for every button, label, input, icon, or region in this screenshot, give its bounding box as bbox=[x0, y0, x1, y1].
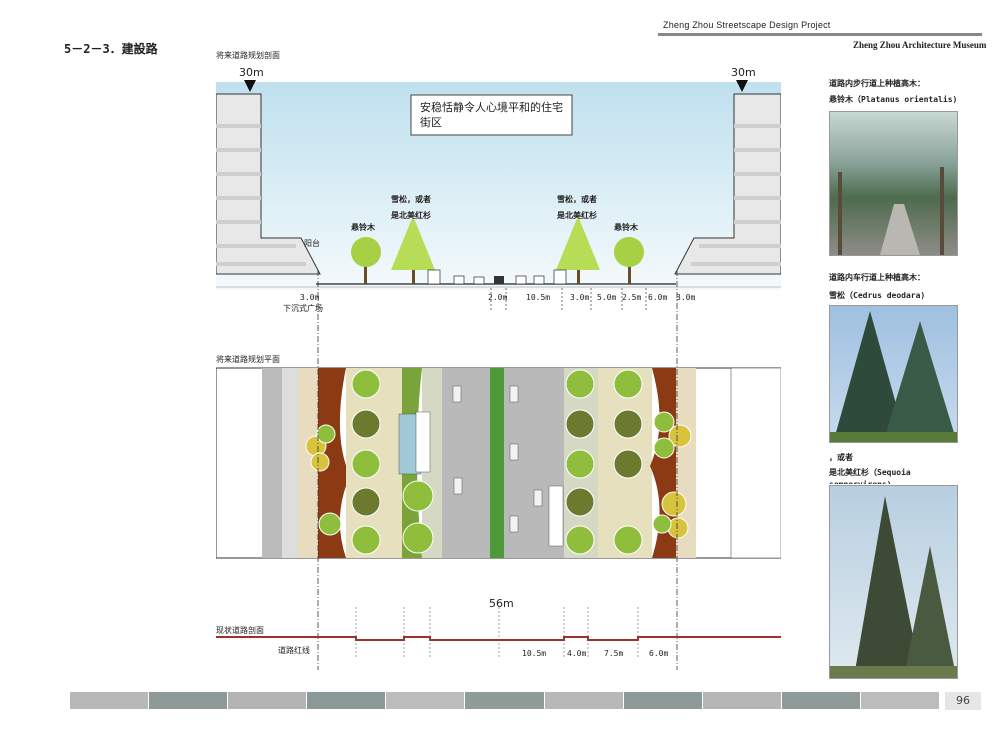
existing-dim-4: 6.0m bbox=[649, 649, 669, 658]
tree-label-left-2a: 雪松，或者 bbox=[391, 195, 431, 204]
tree-label-right-2b: 是北美红杉 bbox=[557, 211, 597, 220]
header-rule bbox=[658, 33, 982, 36]
tree-label-left-2b: 是北美红杉 bbox=[391, 211, 431, 220]
dim-4: 5.0m bbox=[597, 293, 617, 302]
future-cross-section bbox=[216, 80, 781, 310]
road-tree-heading: 道路内车行道上种植高木： bbox=[829, 273, 925, 282]
dim-1: 2.0m bbox=[488, 293, 508, 302]
plane-tree-right-icon bbox=[614, 237, 644, 284]
sequoia-photo bbox=[829, 485, 958, 679]
future-section-label: 将来道路规划剖面 bbox=[216, 51, 280, 60]
page-number: 96 bbox=[945, 692, 981, 710]
existing-dim-3: 7.5m bbox=[604, 649, 624, 658]
section-title: 5－2－3．建設路 bbox=[64, 42, 158, 56]
right-setback: 30m bbox=[731, 66, 756, 79]
existing-dim-2: 4.0m bbox=[567, 649, 587, 658]
dim-5: 2.5m bbox=[622, 293, 642, 302]
sunken-label: 下沉式广场 bbox=[283, 304, 323, 313]
cedar-tree-left-icon bbox=[391, 216, 435, 284]
existing-section-label: 现状道路剖面 bbox=[216, 626, 264, 635]
or-text: ，或者 bbox=[829, 453, 853, 462]
plan-total-width: 56m bbox=[489, 597, 514, 610]
tree-label-right-1: 悬铃木 bbox=[614, 223, 638, 232]
cedar-tree-right-icon bbox=[556, 216, 600, 284]
project-title: Zheng Zhou Streetscape Design Project bbox=[663, 20, 831, 30]
platform-label: 阳台 bbox=[304, 239, 320, 248]
dim-3: 3.0m bbox=[570, 293, 590, 302]
plane-tree-photo bbox=[829, 111, 958, 256]
dim-7: 3.0m bbox=[676, 293, 696, 302]
road-tree-name: 雪松（Cedrus deodara) bbox=[829, 291, 926, 300]
sunken-width: 3.0m bbox=[300, 293, 320, 302]
dim-2: 10.5m bbox=[526, 293, 551, 302]
footer-photo-strip bbox=[70, 692, 941, 709]
existing-section bbox=[216, 607, 781, 659]
museum-title: Zheng Zhou Architecture Museum bbox=[853, 40, 987, 50]
tree-label-right-2a: 雪松，或者 bbox=[557, 195, 597, 204]
dim-6: 6.0m bbox=[648, 293, 668, 302]
tree-label-left-1: 悬铃木 bbox=[351, 223, 375, 232]
cedar-photo bbox=[829, 305, 958, 443]
red-line-label: 道路红线 bbox=[278, 646, 310, 655]
alignment-lines bbox=[317, 270, 678, 670]
plane-tree-left-icon bbox=[351, 237, 381, 284]
plan-label: 将来道路规划平面 bbox=[216, 355, 280, 364]
left-setback: 30m bbox=[239, 66, 264, 79]
callout-text: 安稳恬静令人心境平和的住宅街区 bbox=[420, 101, 563, 129]
future-plan bbox=[216, 367, 781, 559]
walk-tree-heading: 道路内步行道上种植高木： bbox=[829, 79, 925, 88]
sequoia-name: 是北美红杉（Sequoia sempervirens) bbox=[829, 468, 911, 484]
existing-dim-1: 10.5m bbox=[522, 649, 547, 658]
walk-tree-name: 悬铃木（Platanus orientalis) bbox=[829, 95, 958, 104]
